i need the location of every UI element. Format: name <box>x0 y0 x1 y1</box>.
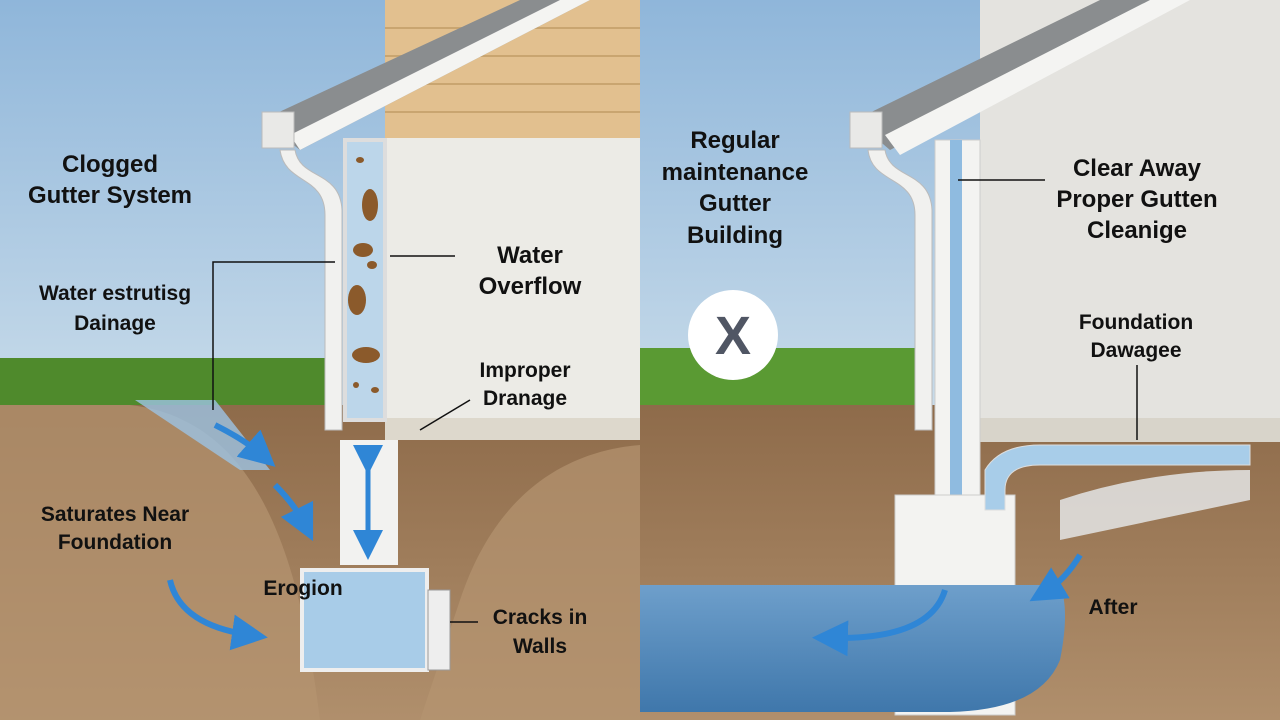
label-regular-4: Building <box>687 222 783 249</box>
label-erosion: Erogion <box>263 577 342 600</box>
gutter-left <box>261 111 295 149</box>
label-improper-1: Improper <box>479 359 570 382</box>
label-overflow-1: Water <box>497 242 563 269</box>
label-water-drainage-1: Water estrutisg <box>39 282 191 305</box>
label-clear-1: Clear Away <box>1073 155 1202 182</box>
label-regular-3: Gutter <box>699 190 771 217</box>
x-icon: X <box>715 306 751 366</box>
label-clear-3: Cleanige <box>1087 217 1187 244</box>
water-runoff <box>135 400 270 470</box>
label-after: After <box>1088 596 1137 619</box>
downspout-left <box>279 149 343 431</box>
label-overflow-2: Overflow <box>479 273 582 300</box>
grass-left <box>0 358 340 408</box>
clogged-downspout <box>343 138 387 422</box>
label-foundation-1: Foundation <box>1079 311 1193 334</box>
label-regular-1: Regular <box>690 127 779 154</box>
label-saturates-2: Foundation <box>58 531 172 554</box>
label-clear-2: Proper Gutten <box>1056 186 1217 213</box>
debris <box>348 157 380 393</box>
label-water-drainage-2: Dainage <box>74 312 156 335</box>
label-saturates-1: Saturates Near <box>41 503 189 526</box>
label-clogged-1: Clogged <box>62 151 158 178</box>
water-pool <box>640 585 1065 712</box>
drain-pipe <box>984 444 1251 511</box>
label-improper-2: Dranage <box>483 387 567 410</box>
grass-right <box>640 348 920 408</box>
footing-left <box>300 568 429 672</box>
label-regular-2: maintenance <box>662 159 809 186</box>
wall-left <box>385 138 640 438</box>
label-foundation-2: Dawagee <box>1090 339 1181 362</box>
x-badge <box>688 290 778 380</box>
label-cracks-2: Walls <box>513 635 567 658</box>
soil-mound-right <box>420 445 640 720</box>
label-cracks-1: Cracks in <box>493 606 588 629</box>
label-clogged-2: Gutter System <box>28 182 192 209</box>
downspout-right <box>867 149 933 431</box>
